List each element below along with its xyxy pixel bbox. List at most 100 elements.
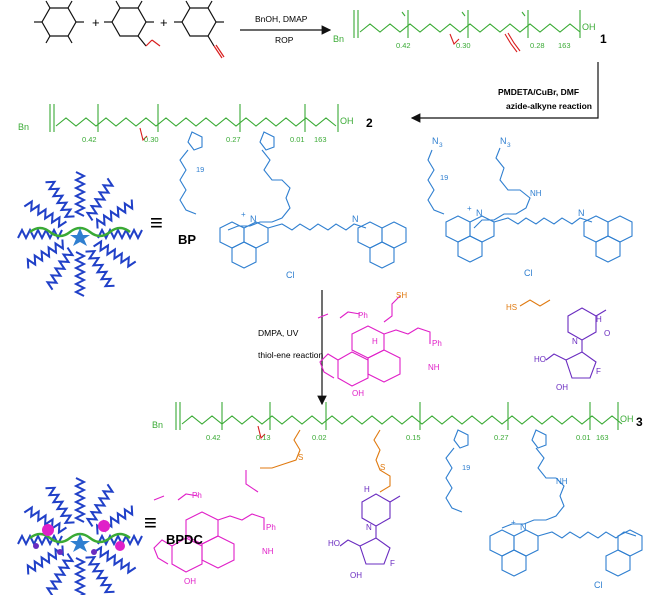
polymer-3: Bn 0.42 0.13 0.02 0.15 0.27 0.01 163 OH … <box>152 402 634 529</box>
gem3-n: N <box>366 523 372 532</box>
azide-cy-reagent <box>445 147 633 263</box>
azide-cy-nme: N <box>578 208 585 218</box>
polymer2-x2: 0.30 <box>144 135 159 144</box>
ptx3-ph1: Ph <box>192 491 202 500</box>
peg-arm <box>23 199 67 229</box>
peg-arm <box>73 251 87 297</box>
bp-label: BP <box>178 232 196 247</box>
peg-arm <box>26 239 65 269</box>
polymer1-n: 163 <box>558 41 571 50</box>
bp-equiv: ≡ <box>150 210 163 235</box>
peg-arm <box>23 505 67 535</box>
ptx-thiol <box>317 295 431 387</box>
peg-arm <box>85 555 115 594</box>
arrow-step2 <box>410 62 599 123</box>
polymer3-nh: NH <box>556 477 568 486</box>
bp-cy-plus: + <box>241 210 246 219</box>
step2-reagent-top: PMDETA/CuBr, DMF <box>498 87 579 97</box>
azide-cy-n: N <box>500 136 507 146</box>
peg-arm <box>97 227 143 241</box>
polymer2-peg: 19 <box>196 165 204 174</box>
bp-cy-chloride: Cl <box>286 270 295 280</box>
polymer-1: Bn 0.42 0.30 0.28 163 OH <box>333 10 596 53</box>
polymer1-x3: 0.28 <box>530 41 545 50</box>
compound-number-2: 2 <box>366 116 373 130</box>
azide-peg-sub: 3 <box>439 142 443 149</box>
ptx3-ph2: Ph <box>266 523 276 532</box>
gem-ho: HO <box>534 355 546 364</box>
polymer3-x1: 0.42 <box>206 433 221 442</box>
ptx-oh: OH <box>352 389 364 398</box>
gem-o: O <box>604 329 610 338</box>
gem3-oh: OH <box>350 571 362 580</box>
gem3-nh: H <box>364 485 370 494</box>
ptx-conjugate <box>153 470 265 573</box>
peg-arm <box>85 483 115 527</box>
ptx-ph1: Ph <box>358 311 368 320</box>
gem-nh: H <box>596 315 602 324</box>
gem-f: F <box>596 367 601 376</box>
polymer1-end: OH <box>582 22 596 32</box>
step1-reagent-top: BnOH, DMAP <box>255 14 308 24</box>
cyanine-dye-bp <box>219 221 407 269</box>
cyanine-dye-bpdc <box>489 529 643 577</box>
ptx3-nh: NH <box>262 547 274 556</box>
polymer3-s2: S <box>380 463 385 472</box>
bp-nanoparticle <box>17 171 143 297</box>
compound-number-3: 3 <box>636 415 643 429</box>
bpdc-cy-plus: + <box>511 518 516 527</box>
bpdc-label: BPDC <box>166 532 203 547</box>
peg-arm <box>17 533 63 547</box>
peg-arm <box>93 545 137 575</box>
azide-cy-nh: NH <box>530 189 542 198</box>
polymer3-n: 163 <box>596 433 609 442</box>
polymer3-x3: 0.02 <box>312 433 327 442</box>
azide-cy-sub: 3 <box>507 142 511 149</box>
star-icon <box>70 534 90 552</box>
polymer1-prefix: Bn <box>333 34 344 44</box>
peg-arm <box>45 486 75 525</box>
ptx-nh: NH <box>428 363 440 372</box>
peg-arm <box>73 477 87 523</box>
peg-arm <box>45 247 75 291</box>
azide-peg-reagent <box>427 149 445 215</box>
step3-reagent-top: DMPA, UV <box>258 328 299 338</box>
polymer-2: Bn 0.42 0.30 0.27 0.01 163 OH 19 <box>18 104 354 231</box>
polymer3-prefix: Bn <box>152 420 163 430</box>
peg-arm <box>97 533 143 547</box>
bp-cy-nplus: N <box>250 214 257 224</box>
polymer2-end: OH <box>340 116 354 126</box>
plus-sign-2: + <box>160 15 168 30</box>
peg-arm <box>85 249 115 288</box>
propargyl-lactide-monomer <box>174 0 225 59</box>
compound-number-1: 1 <box>600 32 607 46</box>
bpdc-cy-nplus: N <box>520 522 527 532</box>
peg-arm <box>73 557 87 595</box>
bpdc-nanoparticle <box>17 477 143 595</box>
peg-arm <box>95 199 134 229</box>
step2-reagent-bottom: azide-alkyne reaction <box>506 101 592 111</box>
polymer2-x1: 0.42 <box>82 135 97 144</box>
azide-cy-plus: + <box>467 204 472 213</box>
gem-conjugate <box>339 493 401 565</box>
gem3-f: F <box>390 559 395 568</box>
polymer3-x6: 0.01 <box>576 433 591 442</box>
peg-arm <box>73 171 87 217</box>
polymer3-end: OH <box>620 414 634 424</box>
plus-sign-1: + <box>92 15 100 30</box>
polymer2-x3: 0.27 <box>226 135 241 144</box>
gem-n: N <box>572 337 578 346</box>
azide-cy-nplus: N <box>476 208 483 218</box>
polymer1-x1: 0.42 <box>396 41 411 50</box>
peg-arm <box>45 553 75 595</box>
polymer3-peg: 19 <box>462 463 470 472</box>
polymer2-x4: 0.01 <box>290 135 305 144</box>
peg-arm <box>26 545 65 575</box>
polymer3-s1: S <box>298 453 303 462</box>
step1-reagent-bottom: ROP <box>275 35 294 45</box>
polymer2-prefix: Bn <box>18 122 29 132</box>
polymer3-x5: 0.27 <box>494 433 509 442</box>
bp-cy-nme: N <box>352 214 359 224</box>
